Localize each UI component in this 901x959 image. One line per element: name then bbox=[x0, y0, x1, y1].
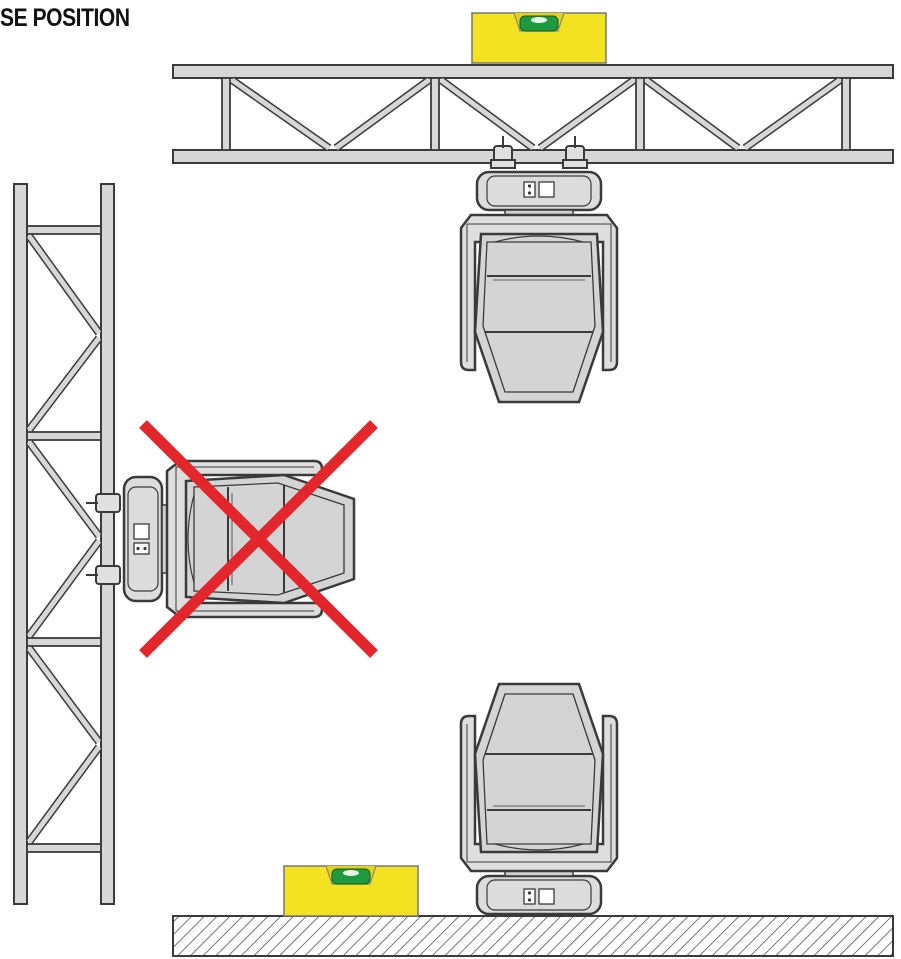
incorrect-mark-icon bbox=[139, 420, 378, 658]
top-truss bbox=[172, 64, 894, 164]
floor bbox=[172, 915, 894, 957]
spirit-level-floor bbox=[283, 865, 419, 917]
spirit-level-top bbox=[471, 12, 607, 64]
page-title: SE POSITION bbox=[0, 4, 130, 32]
fixture-hanging bbox=[459, 136, 619, 404]
left-truss bbox=[13, 183, 115, 905]
mounting-clamps-top bbox=[490, 136, 588, 169]
fixture-standing bbox=[459, 682, 619, 916]
fixture-sideways bbox=[86, 459, 356, 619]
mounting-clamps-side bbox=[86, 493, 121, 585]
